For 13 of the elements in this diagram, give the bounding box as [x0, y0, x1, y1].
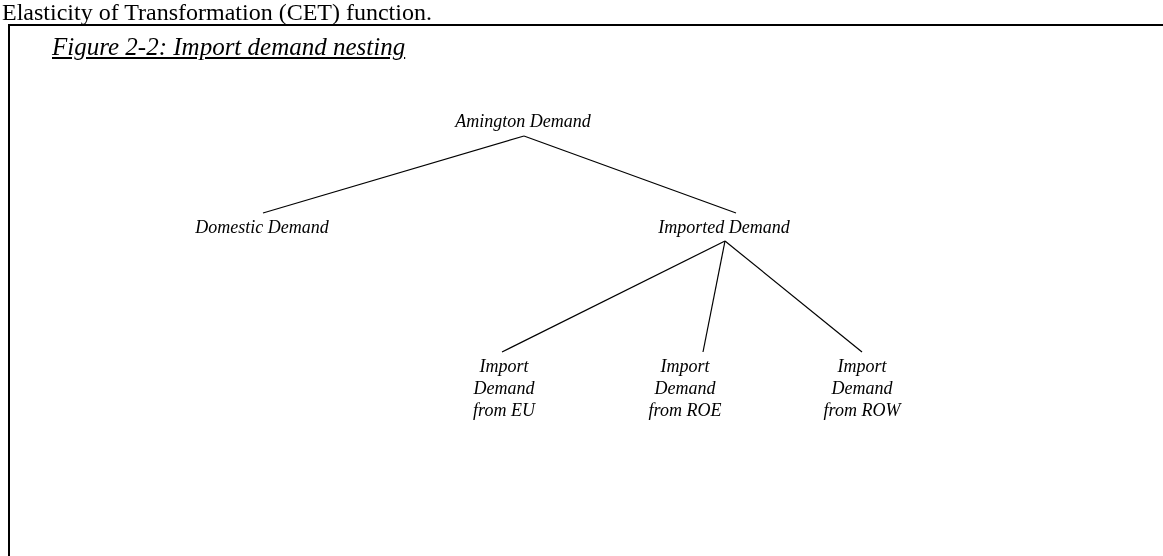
figure-title: Figure 2-2: Import demand nesting	[52, 32, 406, 62]
node-label: Import Demand from ROW	[822, 355, 903, 421]
connector-line	[702, 240, 726, 353]
connector-line	[724, 240, 863, 353]
connector-line	[262, 135, 525, 214]
node-label: Domestic Demand	[195, 216, 329, 238]
node-label: Import Demand from ROE	[647, 355, 723, 421]
node-label: Amington Demand	[455, 110, 591, 132]
node-label: Imported Demand	[658, 216, 790, 238]
connector-line	[523, 135, 737, 214]
body-text: Elasticity of Transformation (CET) function.	[2, 0, 432, 24]
node-label: Import Demand from EU	[472, 355, 537, 421]
connector-line	[501, 240, 726, 353]
